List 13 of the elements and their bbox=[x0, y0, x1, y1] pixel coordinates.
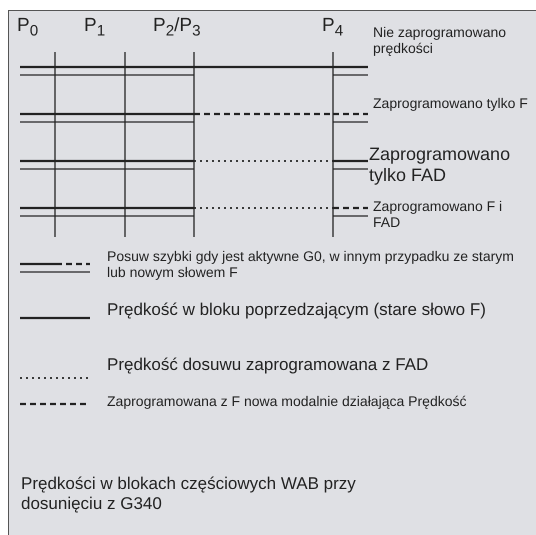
row-label: Zaprogramowano tylko FAD bbox=[369, 144, 512, 186]
legend-text: Zaprogramowana z F nowa modalnie działająca Prędkość bbox=[107, 393, 468, 410]
row-label: Zaprogramowano F i FAD bbox=[373, 198, 504, 230]
point-label: P$_{2}$/P$_{3}$ bbox=[153, 15, 201, 40]
legend-text: Prędkość w bloku poprzedzającym (stare słowo F) bbox=[107, 300, 487, 320]
row-label: Nie zaprogramowano prędkości bbox=[373, 24, 508, 56]
legend-text: Prędkość dosuwu zaprogramowana z FAD bbox=[107, 355, 430, 375]
point-label: P$_{0}$ bbox=[17, 15, 38, 40]
row-label: Zaprogramowano tylko F bbox=[373, 95, 529, 112]
point-label: P$_{4}$ bbox=[322, 15, 344, 40]
legend-text: Posuw szybki gdy jest aktywne G0, w innym przypadku ze starym lub nowym słowem F bbox=[107, 248, 515, 280]
caption-text: Prędkości w blokach częściowych WAB przy dosunięciu z G340 bbox=[21, 474, 357, 514]
point-label: P$_{1}$ bbox=[84, 15, 106, 40]
